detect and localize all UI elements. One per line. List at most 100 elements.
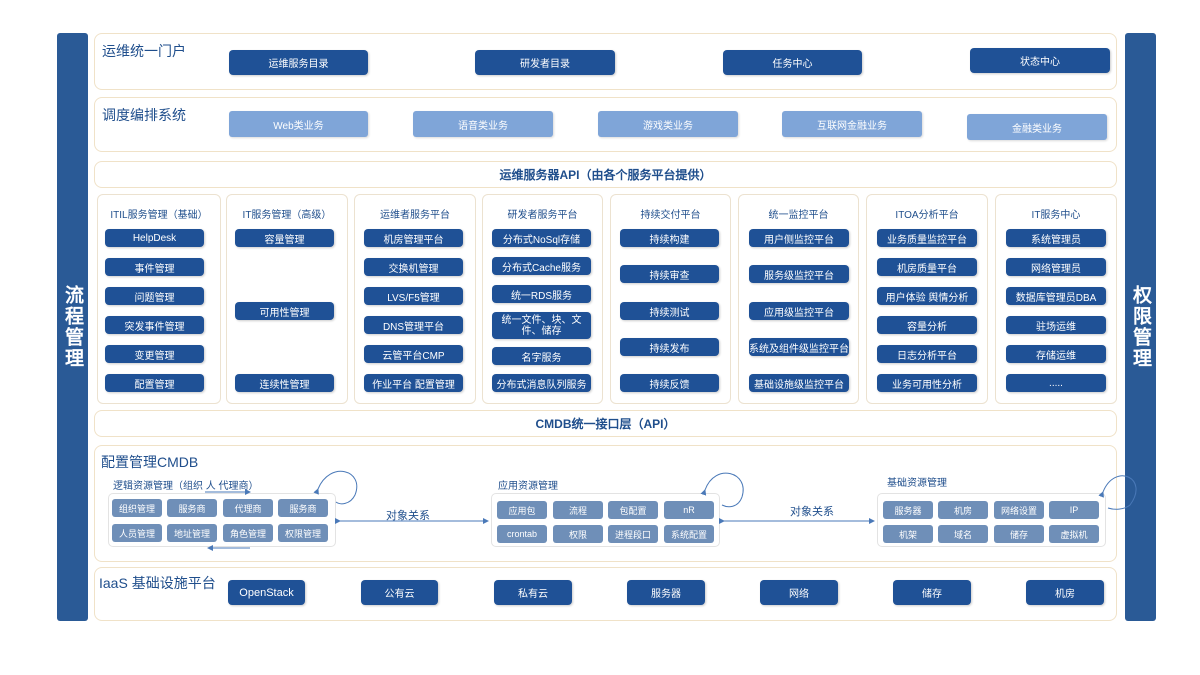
portal-button-ops-catalog[interactable]: 运维服务目录 (229, 50, 368, 75)
platform-item[interactable]: 问题管理 (105, 287, 204, 305)
cmdb-infra-item[interactable]: IP (1049, 501, 1099, 519)
iaas-button-server[interactable]: 服务器 (627, 580, 705, 605)
platform-item[interactable]: 基础设施级监控平台 (749, 374, 849, 392)
cmdb-infra-item[interactable]: 储存 (994, 525, 1044, 543)
platform-item[interactable]: 容量分析 (877, 316, 977, 334)
platform-item[interactable]: LVS/F5管理 (364, 287, 463, 305)
cmdb-infra-item[interactable]: 虚拟机 (1049, 525, 1099, 543)
platform-item[interactable]: 系统及组件级监控平台 (749, 338, 849, 356)
cmdb-logic-item[interactable]: 人员管理 (112, 524, 162, 542)
cmdb-app-item[interactable]: 应用包 (497, 501, 547, 519)
logic-arrows (205, 470, 358, 551)
platform-title: 持续交付平台 (640, 210, 701, 221)
platform-item[interactable]: 分布式NoSql存储 (492, 229, 591, 247)
platform-item[interactable]: 容量管理 (235, 229, 334, 247)
portal-title: 运维统一门户 (102, 43, 186, 59)
iaas-button-network[interactable]: 网络 (760, 580, 838, 605)
platform-item[interactable]: 分布式消息队列服务 (492, 374, 591, 392)
orch-button-game[interactable]: 游戏类业务 (598, 111, 738, 137)
iaas-button-public-cloud[interactable]: 公有云 (361, 580, 438, 605)
platform-item[interactable]: 服务级监控平台 (749, 265, 849, 283)
platform-title: ITIL服务管理（基础） (110, 210, 208, 221)
cmdb-infra-item[interactable]: 网络设置 (994, 501, 1044, 519)
portal-button-status-center[interactable]: 状态中心 (970, 48, 1110, 73)
platform-item[interactable]: 连续性管理 (235, 374, 334, 392)
iaas-button-storage[interactable]: 储存 (893, 580, 971, 605)
platform-item[interactable]: 业务可用性分析 (877, 374, 977, 392)
iaas-button-private-cloud[interactable]: 私有云 (494, 580, 572, 605)
left-sidebar-label: 流程管理 (62, 285, 83, 369)
platform-item[interactable]: 机房质量平台 (877, 258, 977, 276)
orch-button-finance[interactable]: 金融类业务 (967, 114, 1107, 140)
ops-api-bar: 运维服务器API（由各个服务平台提供） (94, 161, 1117, 188)
platform-item[interactable]: 用户体验 舆情分析 (877, 287, 977, 305)
cmdb-app-item[interactable]: crontab (497, 525, 547, 543)
platform-item[interactable]: 交换机管理 (364, 258, 463, 276)
platform-item[interactable]: DNS管理平台 (364, 316, 463, 334)
orch-button-fintech[interactable]: 互联网金融业务 (782, 111, 922, 137)
platform-item[interactable]: 作业平台 配置管理 (364, 374, 463, 392)
platform-item[interactable]: 网络管理员 (1006, 258, 1106, 276)
cmdb-logic-item[interactable]: 角色管理 (223, 524, 273, 542)
platform-title: 统一监控平台 (768, 210, 829, 221)
relation-label-right: 对象关系 (790, 506, 834, 518)
platform-item[interactable]: 驻场运维 (1006, 316, 1106, 334)
platform-item[interactable]: 统一RDS服务 (492, 285, 591, 303)
platform-item[interactable]: 存储运维 (1006, 345, 1106, 363)
cmdb-logic-item[interactable]: 服务商 (278, 499, 328, 517)
platform-item[interactable]: 日志分析平台 (877, 345, 977, 363)
orch-button-web[interactable]: Web类业务 (229, 111, 368, 137)
cmdb-infra-item[interactable]: 服务器 (883, 501, 933, 519)
cmdb-title: 配置管理CMDB (101, 454, 199, 470)
platform-item[interactable]: 系统管理员 (1006, 229, 1106, 247)
platform-item[interactable]: 数据库管理员DBA (1006, 287, 1106, 305)
platform-item[interactable]: 统一文件、块、文件、储存 (492, 312, 591, 339)
iaas-button-openstack[interactable]: OpenStack (228, 580, 305, 605)
cmdb-logic-item[interactable]: 权限管理 (278, 524, 328, 542)
platform-item[interactable]: ..... (1006, 374, 1106, 392)
cmdb-app-item[interactable]: 进程段口 (608, 525, 658, 543)
cmdb-logic-item[interactable]: 代理商 (223, 499, 273, 517)
iaas-button-datacenter[interactable]: 机房 (1026, 580, 1104, 605)
cmdb-logic-item[interactable]: 组织管理 (112, 499, 162, 517)
platform-item[interactable]: HelpDesk (105, 229, 204, 247)
platform-item[interactable]: 名字服务 (492, 347, 591, 365)
cmdb-infra-item[interactable]: 机房 (938, 501, 988, 519)
platform-item[interactable]: 用户侧监控平台 (749, 229, 849, 247)
cmdb-infra-item[interactable]: 域名 (938, 525, 988, 543)
platform-title: ITOA分析平台 (895, 210, 959, 221)
cmdb-logic-item[interactable]: 服务商 (167, 499, 217, 517)
platform-item[interactable]: 持续发布 (620, 338, 719, 356)
platform-item[interactable]: 分布式Cache服务 (492, 257, 591, 275)
platform-item[interactable]: 配置管理 (105, 374, 204, 392)
platform-item[interactable]: 业务质量监控平台 (877, 229, 977, 247)
platform-item[interactable]: 持续构建 (620, 229, 719, 247)
platform-item[interactable]: 变更管理 (105, 345, 204, 363)
cmdb-app-item[interactable]: 流程 (553, 501, 603, 519)
cmdb-app-title: 应用资源管理 (498, 481, 558, 492)
cmdb-infra-title: 基础资源管理 (887, 478, 947, 489)
platform-item[interactable]: 突发事件管理 (105, 316, 204, 334)
platform-item[interactable]: 应用级监控平台 (749, 302, 849, 320)
platform-item[interactable]: 可用性管理 (235, 302, 334, 320)
cmdb-app-item[interactable]: 权限 (553, 525, 603, 543)
cmdb-logic-item[interactable]: 地址管理 (167, 524, 217, 542)
left-sidebar-process: 流程管理 (57, 33, 88, 621)
cmdb-infra-item[interactable]: 机架 (883, 525, 933, 543)
orch-button-voice[interactable]: 语音类业务 (413, 111, 553, 137)
platform-item[interactable]: 机房管理平台 (364, 229, 463, 247)
platform-item[interactable]: 持续反馈 (620, 374, 719, 392)
platform-item[interactable]: 事件管理 (105, 258, 204, 276)
platform-item[interactable]: 持续审查 (620, 265, 719, 283)
cmdb-app-item[interactable]: 系统配置 (664, 525, 714, 543)
orchestration-title: 调度编排系统 (102, 107, 186, 123)
right-sidebar-label: 权限管理 (1130, 285, 1151, 369)
platform-item[interactable]: 持续测试 (620, 302, 719, 320)
portal-button-dev-catalog[interactable]: 研发者目录 (475, 50, 615, 75)
cmdb-app-item[interactable]: 包配置 (608, 501, 658, 519)
infra-loop-arrow (1098, 475, 1137, 510)
cmdb-app-item[interactable]: nR (664, 501, 714, 519)
platform-item[interactable]: 云管平台CMP (364, 345, 463, 363)
portal-button-task-center[interactable]: 任务中心 (723, 50, 862, 75)
